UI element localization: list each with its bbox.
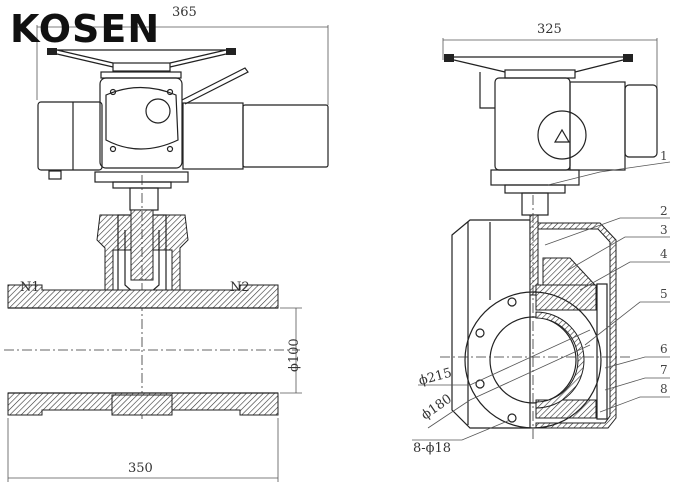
dimension-350: 350 (7, 418, 279, 482)
part-6-label: 6 (660, 342, 668, 356)
part-8-label: 8 (660, 382, 668, 396)
dim-365-label: 365 (172, 5, 197, 20)
part-1-label: 1 (660, 149, 668, 163)
dimension-325: 325 (442, 22, 658, 90)
dim-bolt-holes-label: 8-ϕ18 (413, 441, 451, 456)
side-body (440, 195, 632, 440)
kosen-logo: KOSEN (10, 7, 160, 51)
handwheel (47, 48, 236, 72)
dim-phi180-label: ϕ180 (419, 392, 455, 424)
dim-phi100-label: ϕ100 (287, 338, 302, 372)
dimension-365: 365 (36, 5, 329, 105)
port-n2-label: N2 (230, 280, 250, 295)
front-view: 365 (4, 5, 329, 482)
part-5-label: 5 (660, 287, 668, 301)
part-3-label: 3 (660, 223, 668, 237)
actuator (37, 67, 329, 211)
part-2-label: 2 (660, 204, 668, 218)
side-actuator (444, 54, 658, 216)
dim-350-label: 350 (128, 461, 153, 476)
part-4-label: 4 (660, 247, 668, 261)
pipe-body: N1 N2 (4, 280, 300, 416)
side-view: 3 2 5 (412, 22, 671, 456)
dimension-phi100: ϕ100 (280, 307, 302, 394)
port-n1-label: N1 (20, 280, 40, 295)
part-7-label: 7 (660, 363, 668, 377)
part-callouts: 1 2 3 4 5 6 7 8 (544, 149, 671, 413)
dim-325-label: 325 (537, 22, 562, 37)
